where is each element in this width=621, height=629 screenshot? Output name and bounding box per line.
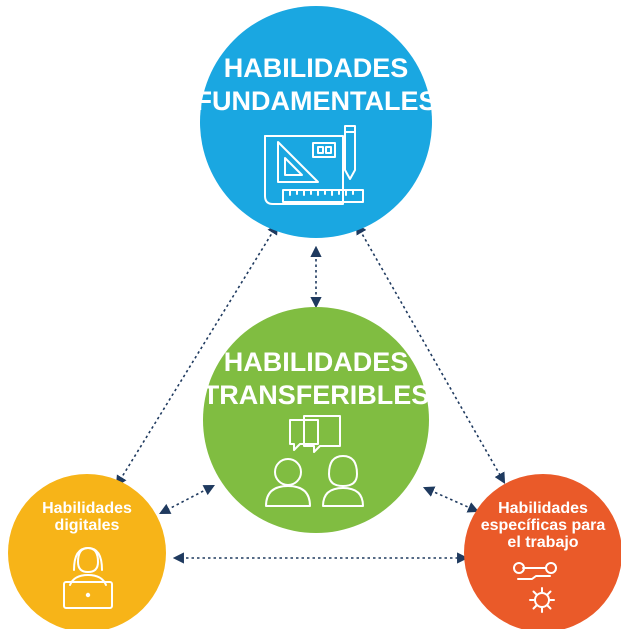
connector-transferibles-digitales bbox=[159, 484, 215, 515]
connector-fundamentales-digitales bbox=[115, 223, 279, 487]
especificas-label-line2: específicas para bbox=[481, 517, 606, 534]
connector-transferibles-especificas bbox=[422, 486, 480, 513]
node-especificas: Habilidades específicas para el trabajo bbox=[464, 474, 621, 629]
fundamentales-label-line1: HABILIDADES bbox=[224, 53, 409, 83]
tools-gear-icon bbox=[513, 562, 557, 613]
circle-fundamentales bbox=[200, 6, 432, 238]
node-transferibles: HABILIDADES TRANSFERIBLES bbox=[203, 307, 430, 533]
people-conversation-icon bbox=[265, 415, 364, 507]
blueprint-drafting-icon bbox=[264, 125, 364, 205]
transferibles-label-line2: TRANSFERIBLES bbox=[203, 380, 430, 410]
fundamentales-label-line2: FUNDAMENTALES bbox=[196, 86, 437, 116]
person-laptop-icon bbox=[63, 547, 113, 609]
circle-digitales bbox=[8, 474, 166, 629]
especificas-label-line3: el trabajo bbox=[507, 534, 578, 551]
digitales-label-line2: digitales bbox=[55, 517, 120, 534]
circle-especificas bbox=[464, 474, 621, 629]
node-fundamentales: HABILIDADES FUNDAMENTALES bbox=[196, 6, 437, 238]
node-digitales: Habilidades digitales bbox=[8, 474, 166, 629]
digitales-label-line1: Habilidades bbox=[42, 500, 132, 517]
transferibles-label-line1: HABILIDADES bbox=[224, 347, 409, 377]
especificas-label-line1: Habilidades bbox=[498, 500, 588, 517]
connectors bbox=[115, 223, 506, 564]
